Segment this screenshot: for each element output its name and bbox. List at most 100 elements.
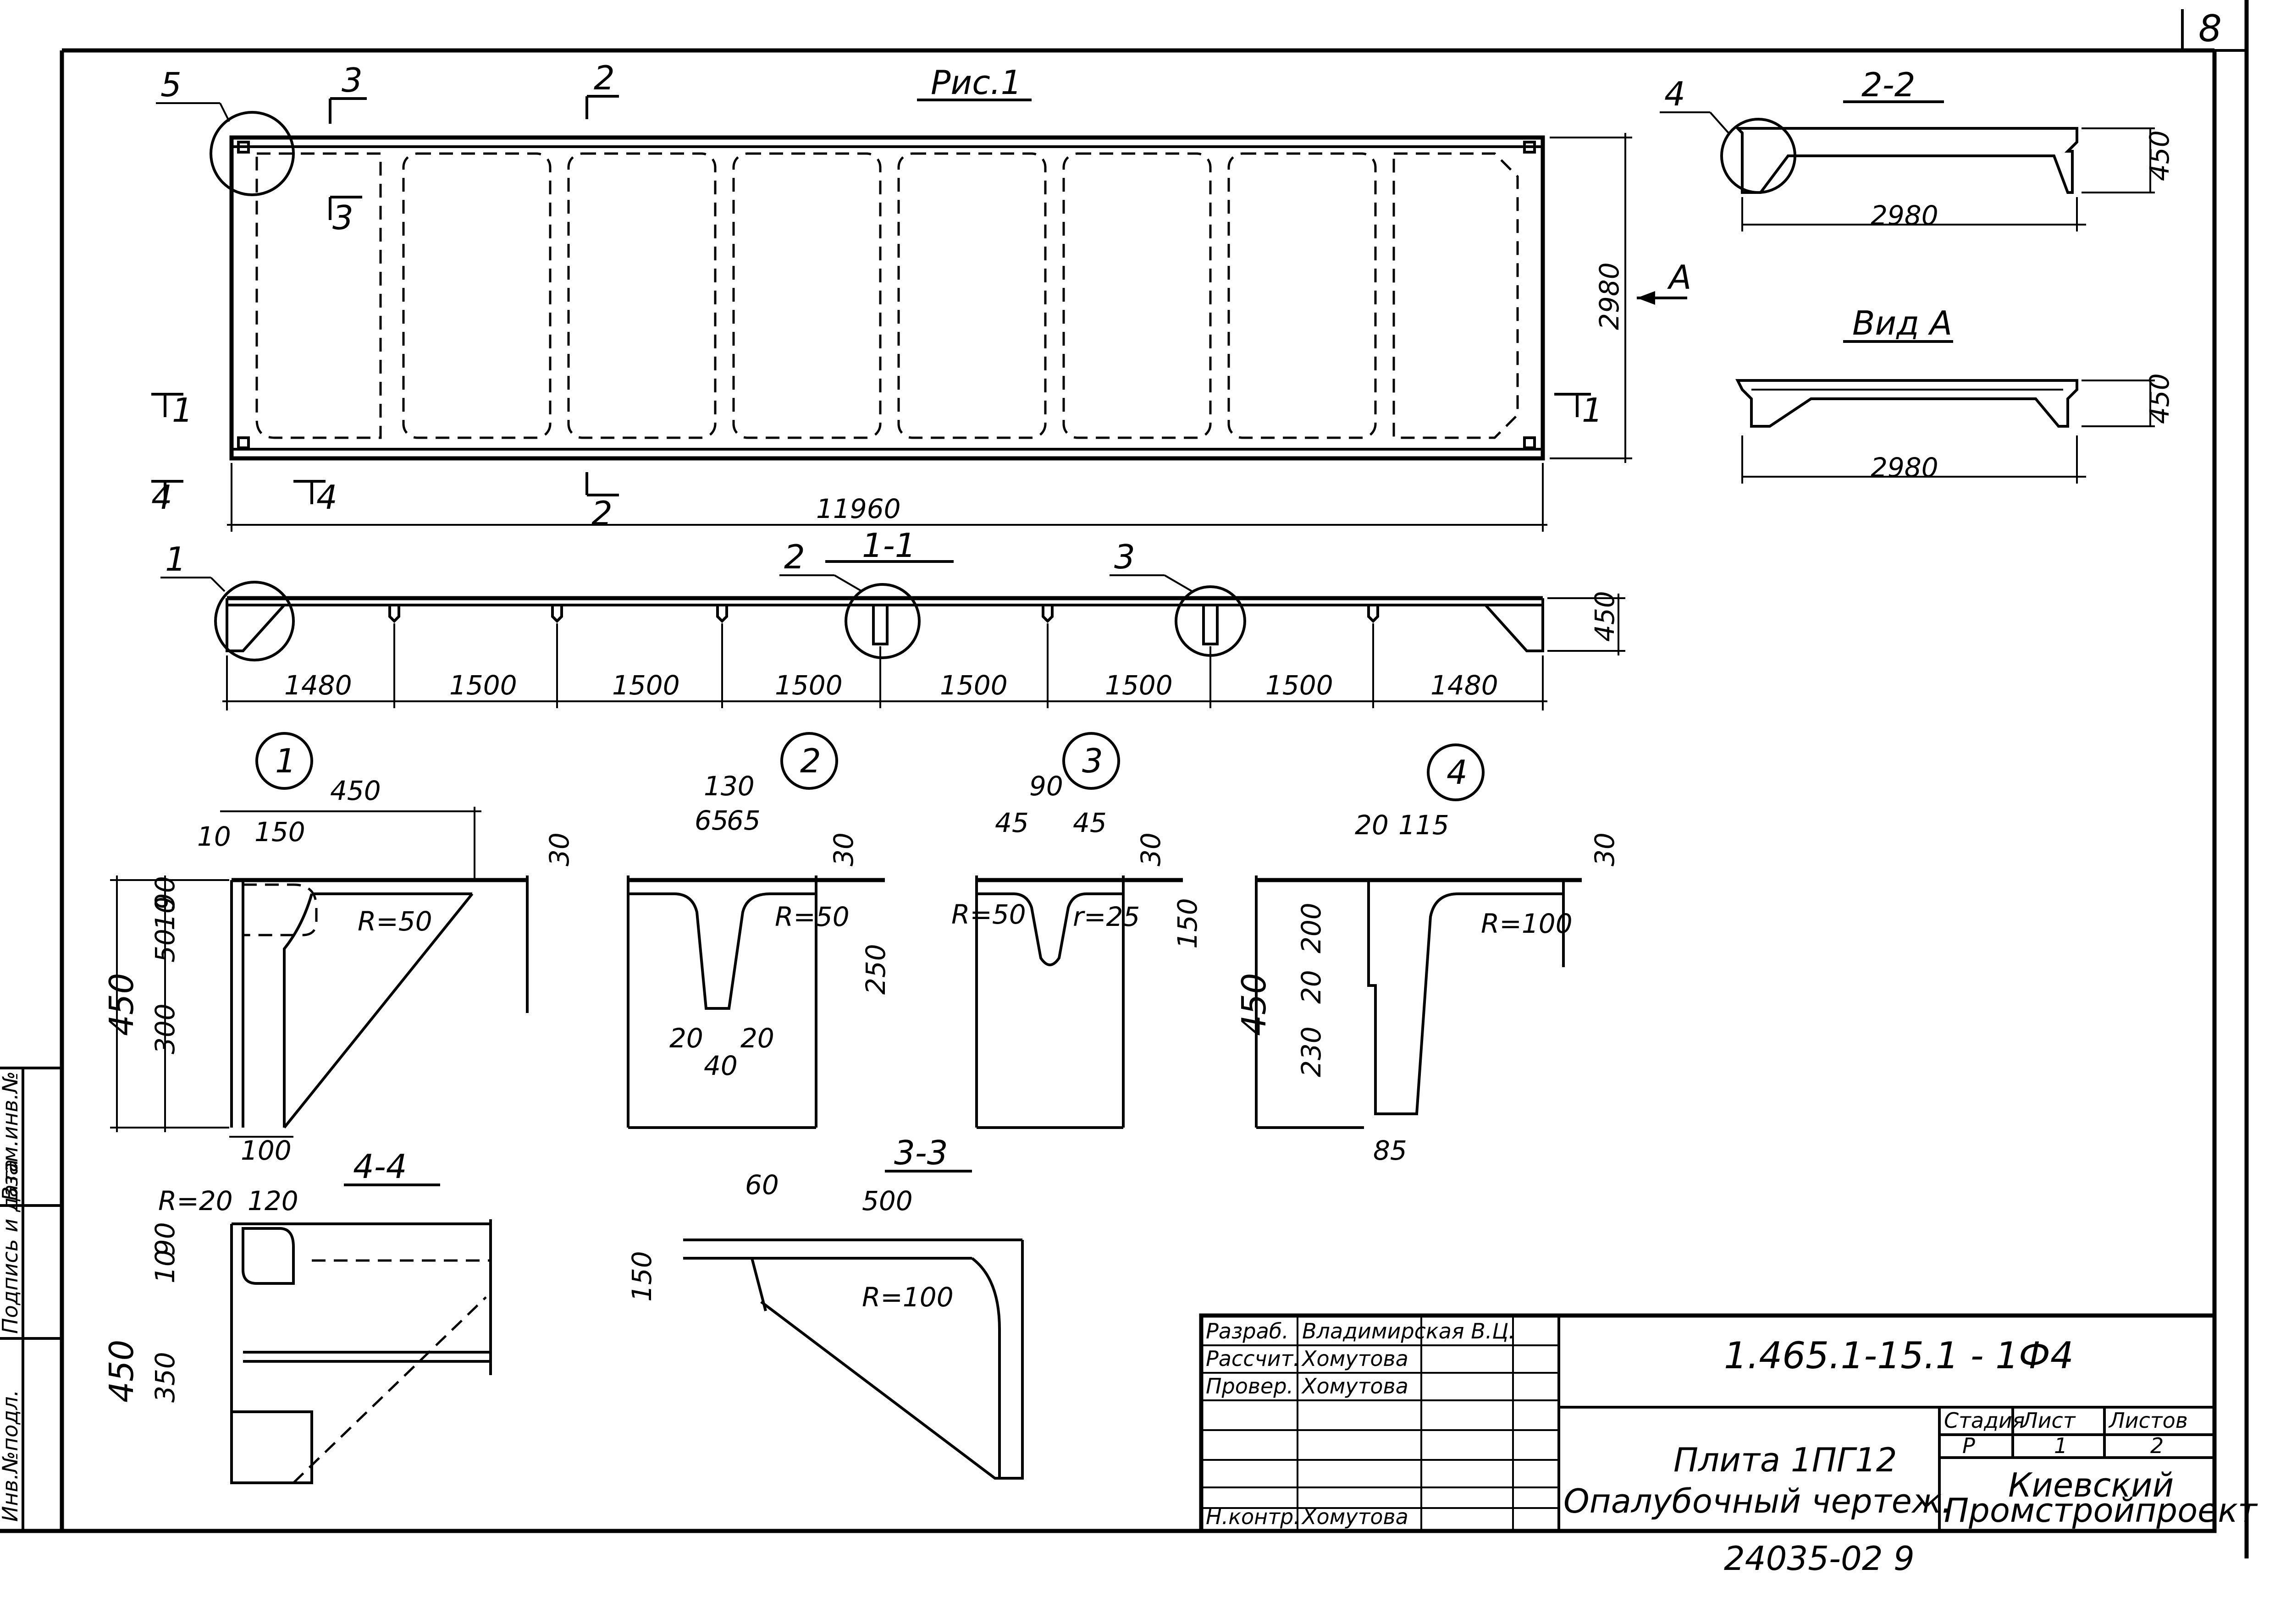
section-2-2-profile xyxy=(1734,127,2078,194)
footer-code: 24035-02 xyxy=(1724,1539,1883,1578)
detail-4-b: 115 xyxy=(1398,809,1449,841)
detail-4-bottom: 85 xyxy=(1373,1135,1407,1166)
detail-4-a: 20 xyxy=(1355,809,1389,841)
span-2: 1500 xyxy=(449,670,517,701)
detail-3-t: 30 xyxy=(1135,832,1166,866)
detail-1-height: 450 xyxy=(102,973,141,1036)
detail-1-drawing xyxy=(230,875,529,1129)
detail-3-radius-left: R=50 xyxy=(951,899,1026,930)
detail-4-t: 30 xyxy=(1589,832,1620,866)
detail-3-depth: 150 xyxy=(1172,898,1203,949)
section-4-4-height: 450 xyxy=(102,1340,141,1403)
detail-3-number: 3 xyxy=(1082,742,1103,780)
section-4-4-title: 4-4 xyxy=(353,1147,407,1186)
detail-1-dimension-lines xyxy=(110,807,481,1138)
view-arrow-label: A xyxy=(1667,258,1691,297)
span-4: 1500 xyxy=(775,670,843,701)
sheet-number: 8 xyxy=(2198,7,2222,50)
span-6: 1500 xyxy=(1105,670,1173,701)
tb-name-1: Хомутова xyxy=(1301,1346,1408,1371)
detail-3-a: 45 xyxy=(995,807,1029,838)
section-3-3-title: 3-3 xyxy=(894,1134,948,1172)
detail-3-drawing xyxy=(975,875,1183,1129)
section-4-4-drawing xyxy=(230,1219,492,1484)
detail-1-number: 1 xyxy=(275,742,296,780)
tb-name-0: Владимирская В.Ц. xyxy=(1302,1319,1515,1343)
view-a-height: 450 xyxy=(2144,373,2175,424)
marker-1-right: 1 xyxy=(1582,391,1603,429)
detail-1-a: 10 xyxy=(197,821,231,852)
tb-product: Плита 1ПГ12 xyxy=(1673,1441,1897,1479)
marker-2-bottom: 2 xyxy=(591,494,613,533)
callout-5: 5 xyxy=(160,66,182,104)
detail-4-drawing xyxy=(1255,875,1582,1129)
detail-2-c1: 20 xyxy=(669,1023,703,1054)
marker-4-left: 4 xyxy=(151,478,172,517)
tb-org-line1: Киевский xyxy=(2008,1466,2174,1504)
tb-role-6: Н.контр. xyxy=(1206,1504,1300,1529)
tb-designation: 1.465.1-15.1 - 1Ф4 xyxy=(1724,1334,2074,1377)
figure-title: Рис.1 xyxy=(931,63,1022,102)
tb-sheet-label: Лист xyxy=(2021,1408,2076,1433)
detail-2-number: 2 xyxy=(800,742,821,780)
view-a-profile xyxy=(1735,379,2078,428)
tb-sheet: 1 xyxy=(2054,1433,2067,1458)
footer-page: 9 xyxy=(1894,1539,1915,1578)
detail-3-top: 90 xyxy=(1029,771,1063,802)
detail-2-c3: 40 xyxy=(704,1050,738,1081)
marker-2-top: 2 xyxy=(594,59,615,97)
detail-4-v2: 20 xyxy=(1296,970,1327,1004)
title-block-grid xyxy=(1199,1313,2217,1533)
section-2-2-title: 2-2 xyxy=(1861,66,1916,104)
section-markers xyxy=(151,95,1591,504)
section-4-4-v1: 10 xyxy=(149,1250,181,1283)
strip-signature-label: Подпись и дата xyxy=(0,1159,22,1334)
detail-1-radius: R=50 xyxy=(358,906,432,937)
detail-1-bottom: 100 xyxy=(241,1135,292,1166)
detail-4-height: 450 xyxy=(1235,973,1273,1036)
section-3-3-b: 500 xyxy=(862,1185,913,1217)
callout-3: 3 xyxy=(1114,538,1135,576)
marker-3-top: 3 xyxy=(342,61,363,99)
section-4-4-v2: 90 xyxy=(149,1222,181,1256)
detail-2-c2: 20 xyxy=(740,1023,774,1054)
detail-2-b: 65 xyxy=(727,805,761,836)
section-1-1-profile xyxy=(226,596,1544,652)
tb-role-0: Разраб. xyxy=(1206,1319,1289,1343)
callout-4: 4 xyxy=(1664,75,1685,113)
tb-name-2: Хомутова xyxy=(1301,1374,1408,1398)
detail-1-total: 450 xyxy=(330,775,381,806)
tb-sheets: 2 xyxy=(2150,1433,2164,1458)
detail-4-number: 4 xyxy=(1447,753,1468,792)
detail-2-a: 65 xyxy=(695,805,729,836)
section-3-3-height: 150 xyxy=(626,1251,657,1302)
left-stamp-strip xyxy=(0,1067,62,1531)
section-3-3-drawing xyxy=(683,1239,1024,1480)
detail-4-v1: 200 xyxy=(1296,903,1327,953)
detail-2-depth: 250 xyxy=(860,944,891,995)
span-5: 1500 xyxy=(940,670,1008,701)
section-4-4-w: 120 xyxy=(248,1185,298,1217)
tb-stage: Р xyxy=(1962,1433,1975,1458)
section-1-1-title: 1-1 xyxy=(862,526,916,565)
detail-2-t: 30 xyxy=(828,832,859,866)
tb-role-2: Провер. xyxy=(1206,1374,1293,1398)
section-4-4-radius: R=20 xyxy=(158,1185,233,1217)
detail-2-top: 130 xyxy=(704,771,755,802)
marker-4-right: 4 xyxy=(316,478,337,517)
span-8: 1480 xyxy=(1430,670,1498,701)
detail-3-b: 45 xyxy=(1073,807,1107,838)
callout-2: 2 xyxy=(784,538,805,576)
plan-width-dim: 2980 xyxy=(1594,262,1625,330)
span-1: 1480 xyxy=(284,670,352,701)
section-2-2-width: 2980 xyxy=(1871,200,1938,231)
marker-3-bottom: 3 xyxy=(332,198,353,237)
strip-replace-label: Взам.инв.№ xyxy=(0,1071,22,1201)
callout-1: 1 xyxy=(165,540,186,578)
section-3-3-a: 60 xyxy=(745,1169,779,1200)
plan-view xyxy=(229,135,1545,461)
span-7: 1500 xyxy=(1265,670,1333,701)
tb-sheets-label: Листов xyxy=(2108,1408,2188,1433)
view-a-title: Вид А xyxy=(1852,304,1952,342)
